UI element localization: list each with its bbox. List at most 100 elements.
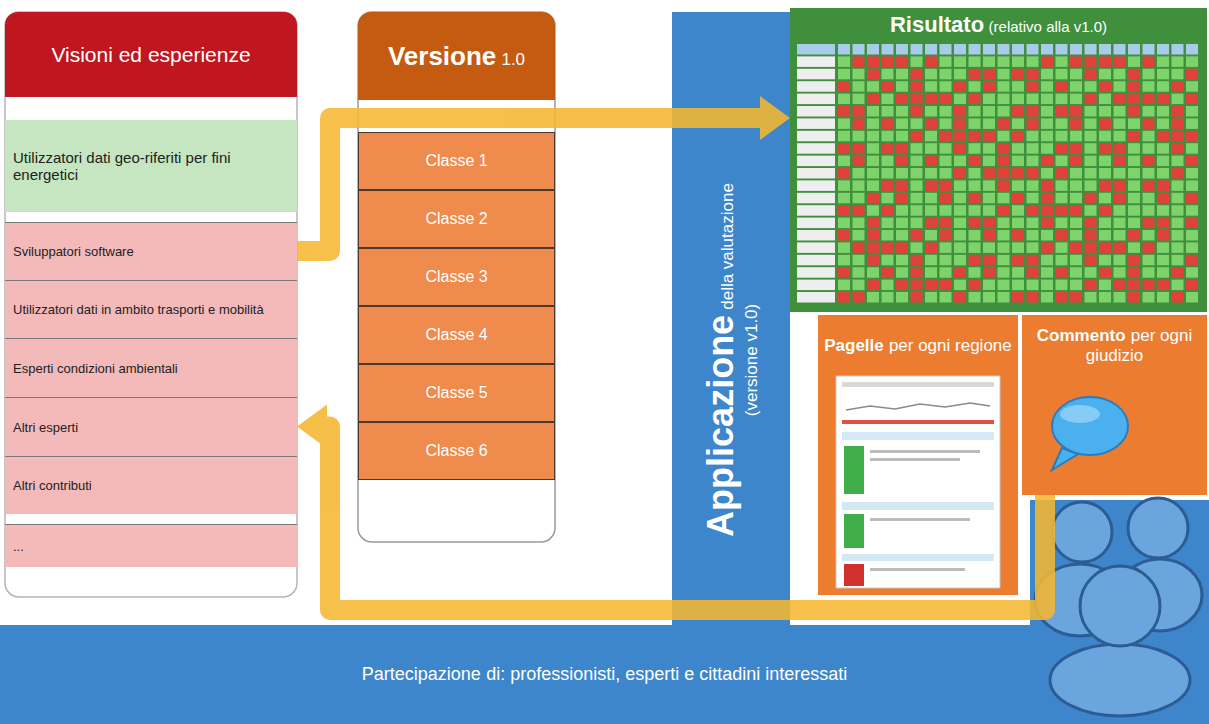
text-holder: Altri contributi	[5, 457, 297, 514]
text-line: Classe 4	[425, 326, 487, 344]
flow-arrow	[297, 96, 790, 251]
node-text: ...	[13, 539, 24, 554]
text-holder: Commentoper ogni giudizio	[1022, 315, 1207, 377]
node-text: (relativo alla v1.0)	[989, 18, 1107, 35]
result-table	[797, 44, 1198, 303]
group-item: Utilizzatori dati geo-riferiti per fini …	[5, 120, 297, 212]
node-text: Applicazione	[700, 315, 741, 537]
text-line: Utilizzatori dati in ambito trasporti e …	[13, 302, 264, 317]
group-item: ...	[5, 524, 297, 567]
text-holder: Classe 6	[359, 423, 554, 479]
text-line: Commentoper ogni giudizio	[1028, 326, 1201, 366]
text-line: Classe 2	[425, 210, 487, 228]
node-text: Risultato	[890, 12, 984, 37]
arrow-shaft	[297, 118, 760, 251]
text-line: Classe 5	[425, 384, 487, 402]
text-line: Partecipazionedi: professionisti, espert…	[362, 664, 848, 685]
comment-panel: Commentoper ogni giudizio	[1022, 315, 1207, 495]
report-panel	[818, 315, 1018, 595]
report-document	[836, 376, 1000, 588]
comment-panel	[1022, 315, 1207, 495]
node-text: Altri esperti	[13, 420, 78, 435]
group-item: Utilizzatori dati in ambito trasporti e …	[5, 280, 297, 338]
node-text: di: professionisti, esperti e cittadini …	[486, 664, 847, 684]
arrow-head	[760, 96, 790, 140]
group-item: Altri contributi	[5, 456, 297, 514]
text-holder: Partecipazionedi: professionisti, espert…	[0, 625, 1209, 724]
node-text: Commento	[1037, 326, 1126, 345]
text-holder: Versione 1.0	[358, 12, 555, 100]
node-text: della valutazione	[718, 183, 737, 310]
text-line: Altri esperti	[13, 420, 78, 435]
class-box: Classe 1	[358, 132, 555, 190]
node-text: Esperti condizioni ambientali	[13, 361, 178, 376]
text-line: Altri contributi	[13, 478, 92, 493]
text-line: (versione v1.0)	[742, 304, 762, 416]
text-holder: Altri esperti	[5, 398, 297, 456]
text-line: Versione 1.0	[388, 41, 525, 72]
text-holder: Applicazione della valutazione (versione v…	[681, 125, 781, 595]
node-text: Classe 4	[425, 326, 487, 343]
text-holder: ...	[5, 525, 297, 567]
text-line: Classe 3	[425, 268, 487, 286]
bottom-band: Partecipazionedi: professionisti, espert…	[0, 625, 1209, 724]
node-text: Classe 5	[425, 384, 487, 401]
node-text: Pagelle	[824, 336, 884, 355]
flow-arrow	[297, 405, 1045, 611]
node-text: Classe 2	[425, 210, 487, 227]
class-box: Classe 6	[358, 422, 555, 480]
text-holder: Esperti condizioni ambientali	[5, 339, 297, 397]
vertical-band	[672, 12, 790, 625]
text-holder: Classe 4	[359, 307, 554, 363]
text-line: ...	[13, 539, 24, 554]
people-icon	[1035, 498, 1202, 716]
node-text: 1.0	[501, 50, 525, 69]
node-text: per ogni regione	[889, 336, 1012, 355]
text-holder: Classe 3	[359, 249, 554, 305]
group-item: Altri esperti	[5, 397, 297, 456]
class-box: Classe 5	[358, 364, 555, 422]
column-panel	[5, 12, 297, 597]
text-line: Applicazione della valutazione	[700, 183, 742, 537]
text-holder: Risultato (relativo alla v1.0)	[790, 8, 1207, 42]
class-box: Classe 2	[358, 190, 555, 248]
node-text: Utilizzatori dati in ambito trasporti e …	[13, 302, 264, 317]
text-line: Sviluppatori software	[13, 244, 134, 259]
group-item: Esperti condizioni ambientali	[5, 338, 297, 397]
node-text: Altri contributi	[13, 478, 92, 493]
node-text: Classe 3	[425, 268, 487, 285]
bottom-band	[0, 625, 1209, 724]
speech-bubble	[1052, 397, 1128, 470]
text-line: Visioni ed esperienze	[51, 43, 250, 67]
class-box: Classe 4	[358, 306, 555, 364]
node-text: Versione	[388, 41, 496, 71]
node-text: Visioni ed esperienze	[51, 43, 250, 66]
column-panel: Visioni ed esperienzeUtilizzatori dati g…	[5, 12, 297, 597]
text-holder: Visioni ed esperienze	[5, 12, 297, 97]
result-panel	[790, 8, 1207, 312]
vertical-band: Applicazione della valutazione (versione v…	[672, 12, 790, 625]
group-item: Sviluppatori software	[5, 222, 297, 280]
text-line: Classe 6	[425, 442, 487, 460]
text-holder: Pagelle per ogni regione	[818, 315, 1018, 377]
text-line: Utilizzatori dati geo-riferiti per fini …	[13, 149, 289, 183]
text-line: Classe 1	[425, 152, 487, 170]
text-holder: Sviluppatori software	[5, 223, 297, 280]
arrow-shaft	[327, 427, 1045, 611]
text-line: Risultato (relativo alla v1.0)	[890, 12, 1107, 38]
text-holder: Classe 1	[359, 133, 554, 189]
node-text: Classe 6	[425, 442, 487, 459]
column-panel: Versione 1.0Classe 1 Classe 2 Classe 3 Class…	[358, 12, 555, 542]
node-text: (versione v1.0)	[742, 304, 761, 416]
report-panel: Pagelle per ogni regione	[818, 315, 1018, 595]
node-text: Sviluppatori software	[13, 244, 134, 259]
text-holder: Classe 2	[359, 191, 554, 247]
node-text: Utilizzatori dati geo-riferiti per fini …	[13, 149, 231, 183]
node-text: Partecipazione	[362, 664, 481, 684]
class-box: Classe 3	[358, 248, 555, 306]
text-holder: Utilizzatori dati geo-riferiti per fini …	[5, 120, 297, 212]
text-holder: Utilizzatori dati in ambito trasporti e …	[5, 281, 297, 338]
node-text: Classe 1	[425, 152, 487, 169]
arrow-head	[297, 405, 327, 449]
